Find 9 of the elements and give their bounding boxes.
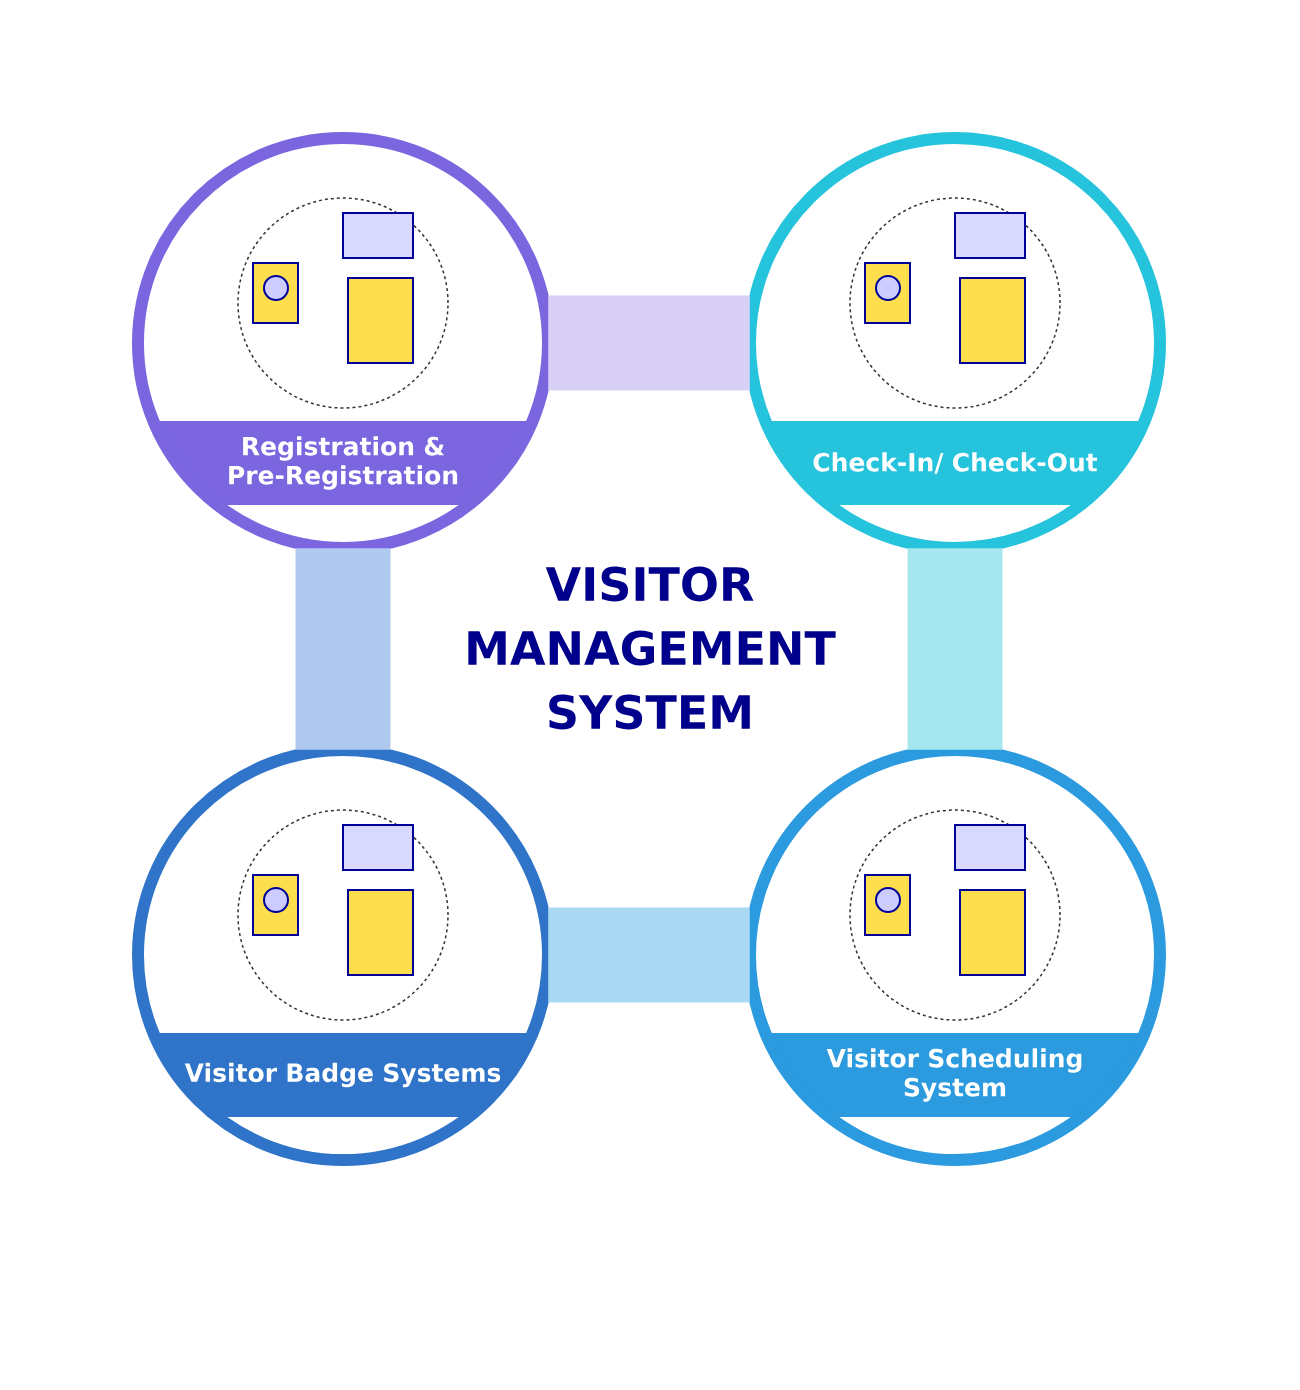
circle-card: Registration & Pre-Registration [132,132,554,554]
title: VISITOR MANAGEMENT SYSTEM [468,566,836,730]
connector-band [548,907,750,1003]
connector-band [295,548,391,750]
circle-card: Visitor Scheduling System [744,744,1166,1166]
circle-card: Visitor Badge Systems [132,744,554,1166]
circle-card: Check-In/ Check-Out [744,132,1166,554]
connector-band [907,548,1003,750]
connector-band [548,295,750,391]
